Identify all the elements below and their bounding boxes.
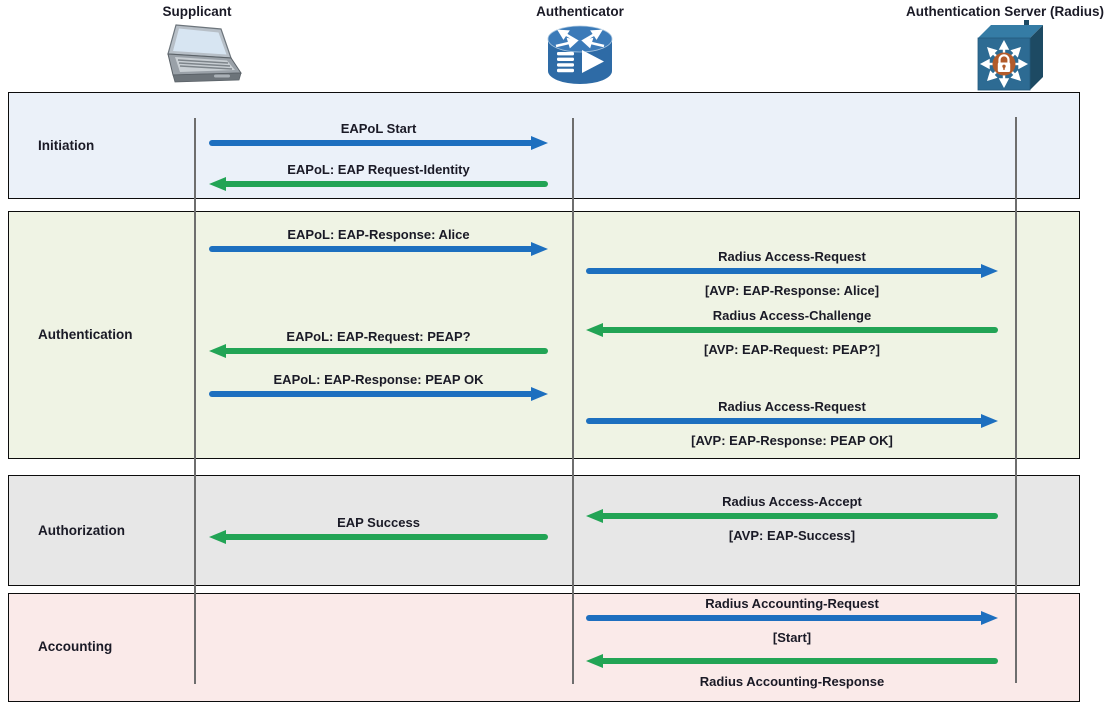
message-label: EAPoL Start	[340, 121, 417, 136]
message-sublabel: [AVP: EAP-Response: Alice]	[704, 283, 880, 298]
arrow-right-icon	[586, 264, 998, 278]
message-eap-response-alice: EAPoL: EAP-Response: Alice	[209, 228, 548, 256]
arrow-right-icon	[209, 136, 548, 150]
message-sublabel: [AVP: EAP-Success]	[728, 528, 856, 543]
message-radius-access-accept: Radius Access-Accept [AVP: EAP-Success]	[586, 495, 998, 543]
actor-label-supplicant: Supplicant	[162, 4, 232, 19]
message-label: Radius Accounting-Request	[705, 596, 879, 611]
section-authorization	[8, 475, 1080, 586]
section-label-initiation: Initiation	[38, 138, 95, 153]
lifeline-supplicant	[194, 118, 196, 684]
actor-label-authenticator: Authenticator	[536, 4, 624, 19]
arrow-right-icon	[209, 387, 548, 401]
message-sublabel: [AVP: EAP-Response: PEAP OK]	[691, 433, 893, 448]
lifeline-auth-server	[1015, 117, 1017, 683]
arrow-left-icon	[209, 177, 548, 191]
arrow-right-icon	[586, 611, 998, 625]
message-label: EAPoL: EAP-Response: PEAP OK	[273, 372, 484, 387]
laptop-icon	[158, 24, 242, 95]
lifeline-authenticator	[572, 118, 574, 684]
message-label: EAPoL: EAP Request-Identity	[287, 162, 470, 177]
message-label: Radius Access-Request	[718, 399, 866, 414]
message-eap-request-identity: EAPoL: EAP Request-Identity	[209, 163, 548, 191]
message-eap-response-peap-ok: EAPoL: EAP-Response: PEAP OK	[209, 373, 548, 401]
message-label: Radius Access-Accept	[722, 494, 862, 509]
section-label-authentication: Authentication	[38, 327, 133, 342]
message-radius-accounting-response: Radius Accounting-Response	[586, 654, 998, 689]
arrow-left-icon	[586, 654, 998, 668]
message-label: Radius Accounting-Response	[699, 674, 885, 689]
arrow-left-icon	[209, 344, 548, 358]
message-sublabel: [AVP: EAP-Request: PEAP?]	[704, 342, 880, 357]
actor-label-auth-server: Authentication Server (Radius)	[905, 4, 1105, 19]
section-label-authorization: Authorization	[38, 523, 125, 538]
arrow-left-icon	[586, 323, 998, 337]
arrow-left-icon	[586, 509, 998, 523]
message-label: EAPoL: EAP-Response: Alice	[287, 227, 470, 242]
message-radius-access-challenge: Radius Access-Challenge [AVP: EAP-Reques…	[586, 309, 998, 357]
router-icon	[546, 24, 614, 93]
message-label: EAP Success	[337, 515, 420, 530]
message-radius-access-request-2: Radius Access-Request [AVP: EAP-Response…	[586, 400, 998, 448]
secure-server-icon	[972, 20, 1050, 101]
arrow-right-icon	[209, 242, 548, 256]
message-radius-access-request-1: Radius Access-Request [AVP: EAP-Response…	[586, 250, 998, 298]
section-label-accounting: Accounting	[38, 639, 113, 654]
message-radius-accounting-request: Radius Accounting-Request [Start]	[586, 597, 998, 645]
message-label: Radius Access-Challenge	[712, 308, 872, 323]
message-eap-request-peap: EAPoL: EAP-Request: PEAP?	[209, 330, 548, 358]
message-label: EAPoL: EAP-Request: PEAP?	[286, 329, 471, 344]
message-label: Radius Access-Request	[718, 249, 866, 264]
message-eap-success: EAP Success	[209, 516, 548, 544]
arrow-left-icon	[209, 530, 548, 544]
arrow-right-icon	[586, 414, 998, 428]
message-eapol-start: EAPoL Start	[209, 122, 548, 150]
message-sublabel: [Start]	[772, 630, 812, 645]
section-accounting	[8, 593, 1080, 702]
